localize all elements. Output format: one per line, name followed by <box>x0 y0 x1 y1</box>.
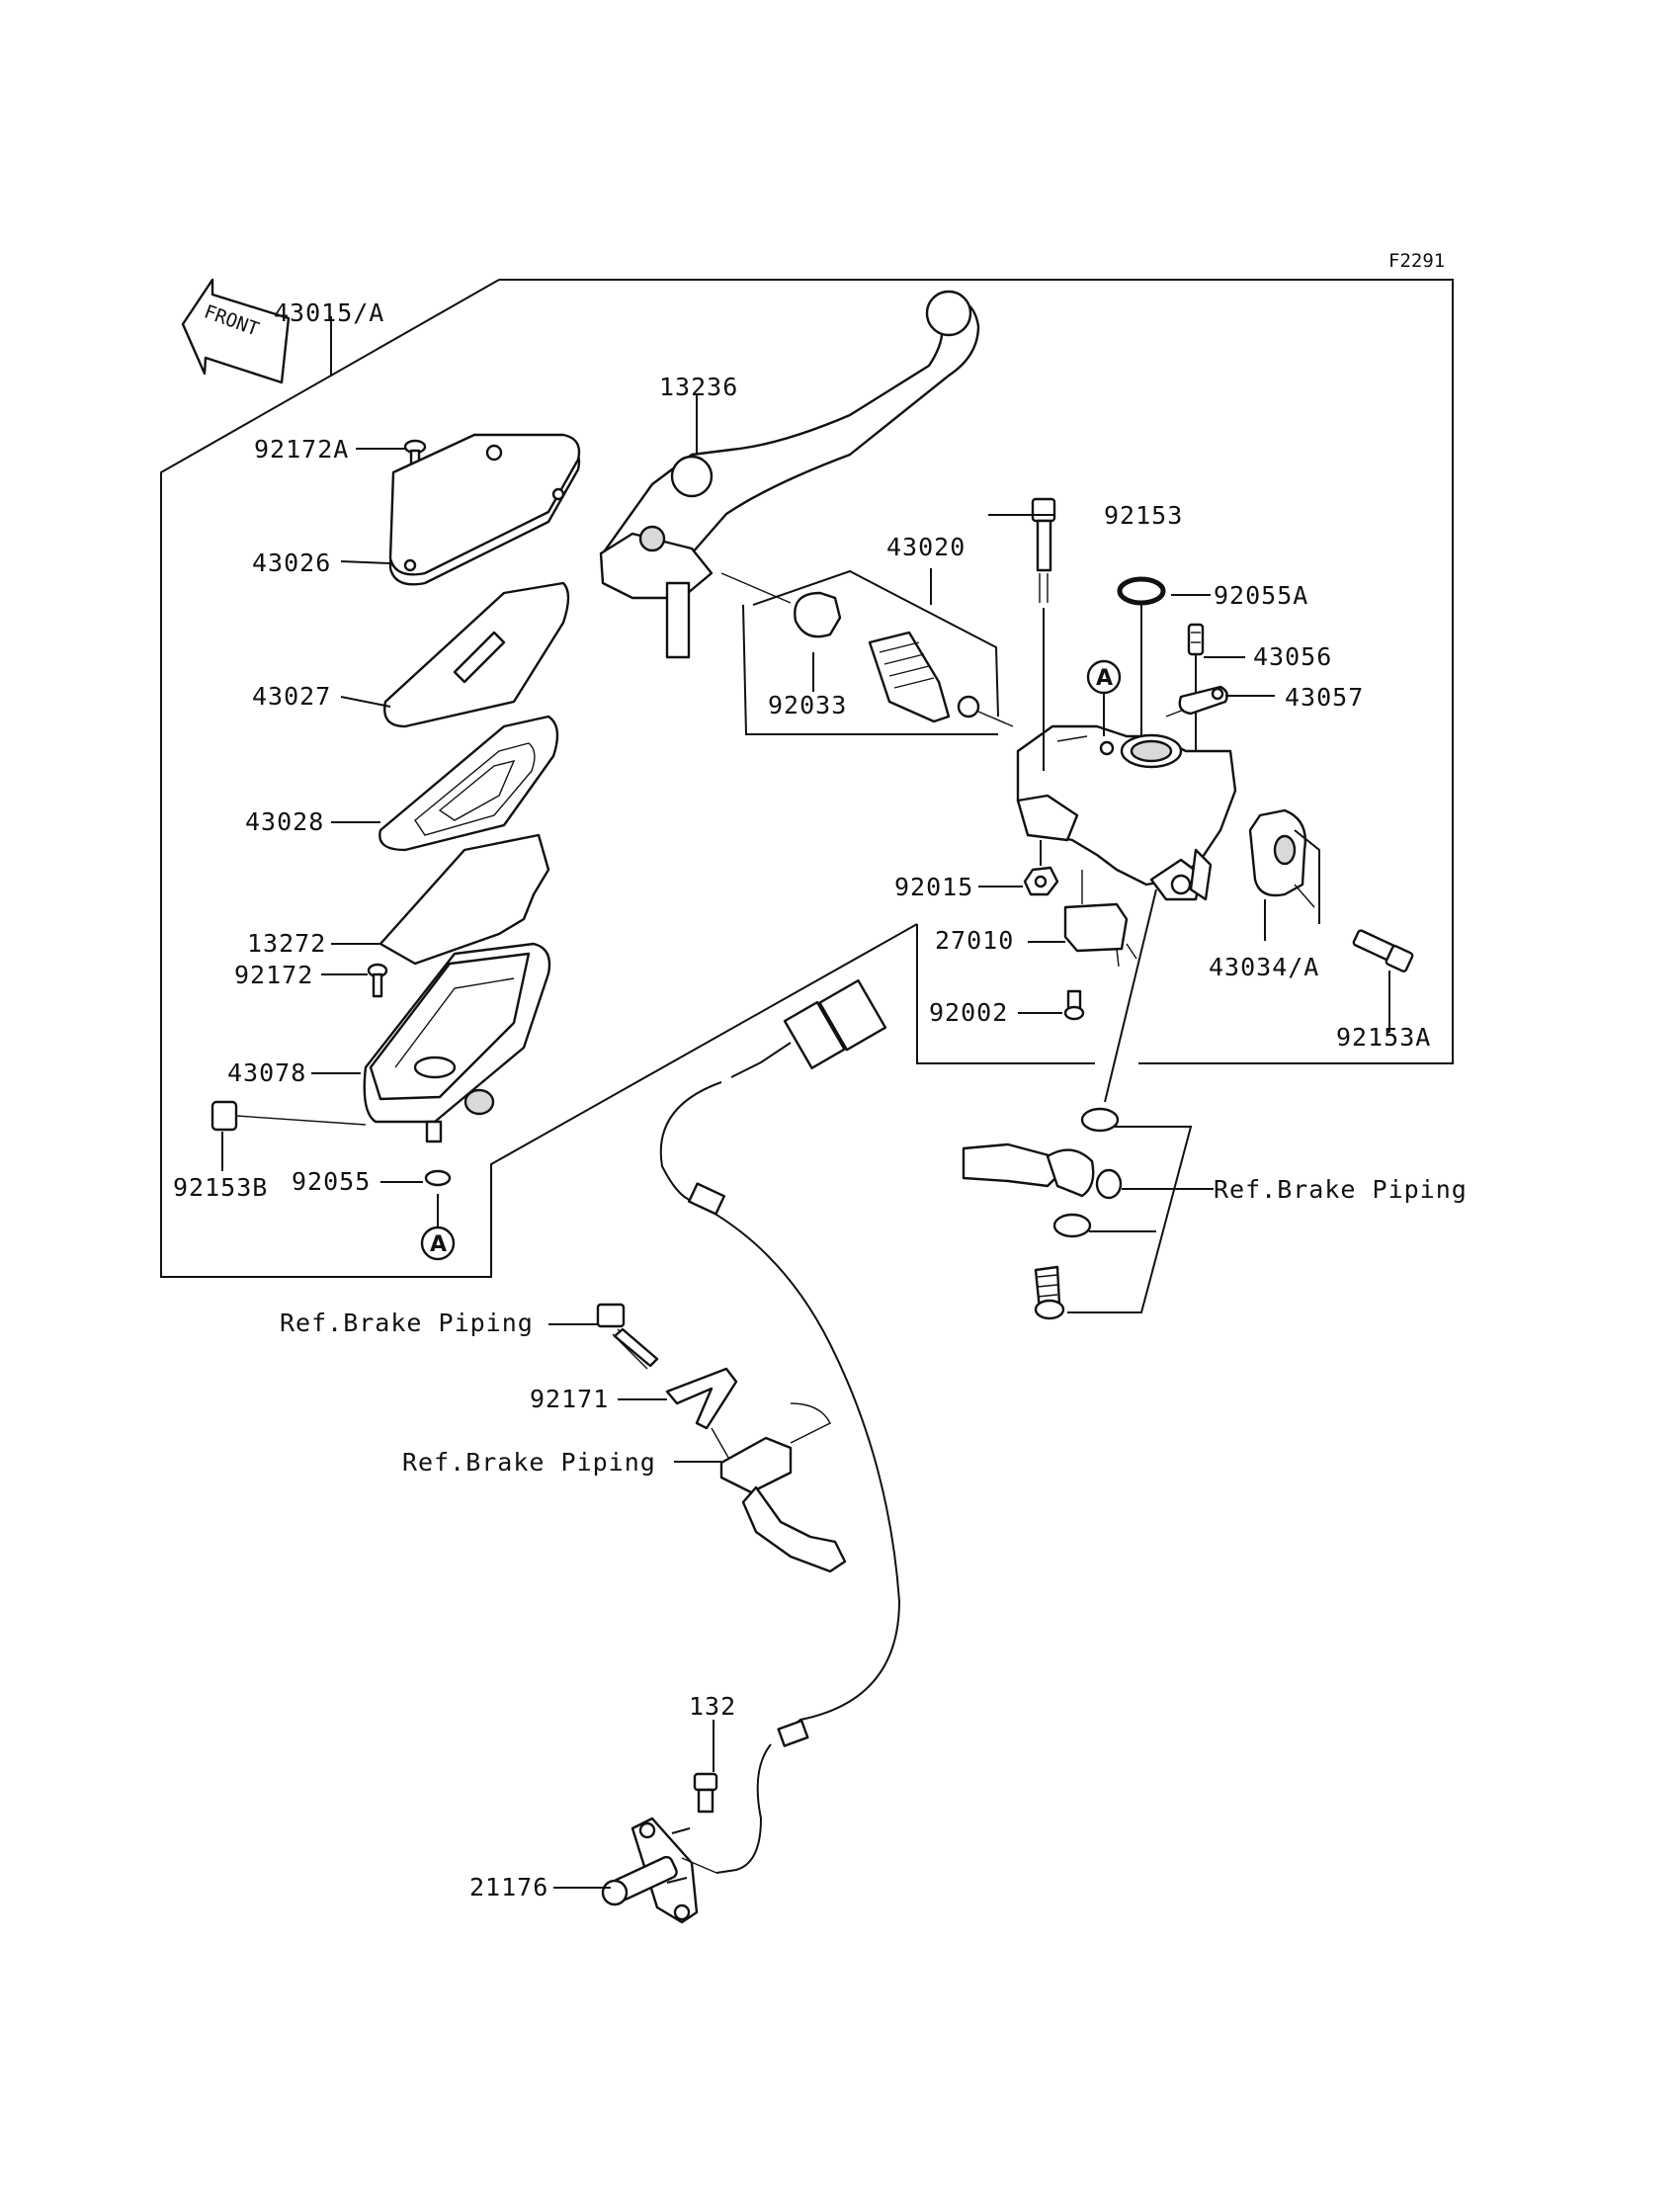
clamp-leaders <box>1264 829 1320 941</box>
front-arrow-icon: FRONT <box>181 278 291 384</box>
label-92153: 92153 <box>1104 501 1183 530</box>
cap-43057 <box>1165 685 1228 718</box>
label-13236: 13236 <box>659 373 738 401</box>
reservoir-body-43078 <box>363 942 551 1143</box>
bolt-132 <box>693 1720 718 1814</box>
oring-92055 <box>424 1169 452 1187</box>
label-92033: 92033 <box>768 691 847 719</box>
ref-marker-a-upper: A <box>1086 659 1122 736</box>
bleeder-43056 <box>1187 623 1205 751</box>
brake-bolt <box>596 1303 659 1370</box>
banjo-leader <box>1104 888 1157 1103</box>
svg-text:A: A <box>430 1232 447 1257</box>
lever-leader <box>720 572 792 604</box>
label-ref-brake-piping-right: Ref.Brake Piping <box>1214 1175 1468 1204</box>
label-21176: 21176 <box>469 1873 548 1901</box>
label-43026: 43026 <box>252 549 331 577</box>
label-ref-brake-piping-upper: Ref.Brake Piping <box>280 1309 534 1337</box>
label-92015: 92015 <box>894 873 973 901</box>
label-92172a: 92172A <box>254 435 349 464</box>
figure-code: F2291 <box>1388 250 1445 272</box>
bracket-92171 <box>665 1367 738 1464</box>
bolt-92153b <box>210 1100 367 1132</box>
circlip-92033 <box>794 591 842 638</box>
clamp-43034 <box>1248 808 1315 908</box>
plate-43027 <box>383 581 570 728</box>
ref-marker-a-lower: A <box>420 1194 456 1261</box>
label-ref-brake-piping-lower: Ref.Brake Piping <box>402 1448 656 1477</box>
label-92172: 92172 <box>234 961 313 989</box>
hose-clip <box>719 1402 847 1573</box>
piston-kit-outline <box>742 568 999 735</box>
bolt-92153a <box>1352 929 1414 1033</box>
label-92153b: 92153B <box>173 1173 268 1202</box>
label-43056: 43056 <box>1253 642 1332 671</box>
label-92055a: 92055A <box>1214 581 1308 610</box>
label-132: 132 <box>689 1692 736 1721</box>
label-43015-a: 43015/A <box>274 298 384 327</box>
label-43027: 43027 <box>252 682 331 711</box>
diaphragm-43028 <box>378 715 559 852</box>
lever-13236 <box>599 290 980 659</box>
master-cylinder-body <box>1016 724 1237 901</box>
part-labels: 43015/A 13236 92172A 43026 43020 92153 9… <box>173 298 1468 1901</box>
leader-lines <box>221 395 1275 1889</box>
assembly-outline <box>160 279 1454 1278</box>
sheet-13272 <box>378 833 550 966</box>
label-43057: 43057 <box>1285 683 1364 712</box>
svg-text:A: A <box>1096 666 1113 691</box>
label-43078: 43078 <box>227 1058 306 1087</box>
label-92002: 92002 <box>929 998 1008 1027</box>
label-13272: 13272 <box>247 929 326 958</box>
nut-92015 <box>1023 840 1059 896</box>
piston-43020 <box>868 631 1014 727</box>
label-27010: 27010 <box>935 926 1014 955</box>
reservoir-cap-43026 <box>388 433 581 586</box>
screw-92002 <box>1063 989 1085 1021</box>
label-92171: 92171 <box>530 1385 609 1413</box>
label-43020: 43020 <box>886 533 966 561</box>
label-43034-a: 43034/A <box>1209 953 1319 981</box>
label-43028: 43028 <box>245 807 324 836</box>
oring-92055a <box>1117 576 1166 736</box>
screw-92172 <box>367 963 388 998</box>
switch-27010 <box>1063 870 1137 968</box>
label-92153a: 92153A <box>1336 1023 1431 1052</box>
label-92055: 92055 <box>292 1167 371 1196</box>
sensor-21176 <box>601 1817 717 1924</box>
sensor-cable <box>659 978 901 1874</box>
banjo-assembly <box>962 1107 1214 1320</box>
